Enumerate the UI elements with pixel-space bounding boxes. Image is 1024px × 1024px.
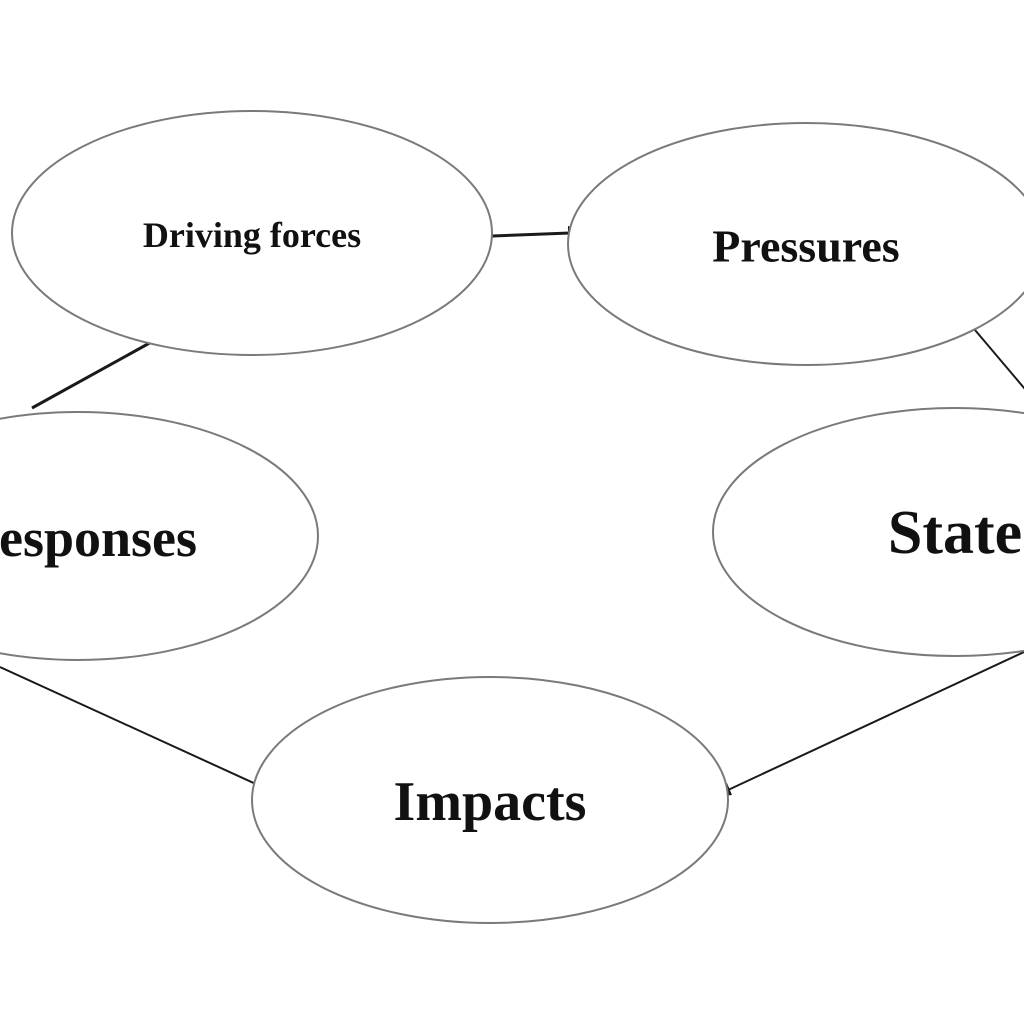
edge-impacts-to-responses (0, 666, 259, 786)
driving-forces-ellipse (11, 110, 493, 356)
edge-state-to-impacts (714, 651, 1024, 797)
pressures-ellipse (567, 122, 1024, 366)
node-driving-forces: Driving forces (11, 110, 493, 356)
driving-forces-label: Driving forces (143, 215, 361, 255)
responses-label: esponses (0, 508, 197, 568)
edge-responses-to-driving-forces (31, 333, 168, 410)
edge-pressures-to-state (974, 329, 1024, 390)
state-label: State (888, 499, 1022, 567)
impacts-label: Impacts (394, 771, 587, 833)
node-state: State (712, 407, 1024, 657)
pressures-label: Pressures (712, 221, 899, 272)
node-responses: esponses (0, 411, 319, 661)
impacts-ellipse (251, 676, 729, 924)
responses-ellipse (0, 411, 319, 661)
node-pressures: Pressures (567, 122, 1024, 366)
state-ellipse (712, 407, 1024, 657)
node-impacts: Impacts (251, 676, 729, 924)
